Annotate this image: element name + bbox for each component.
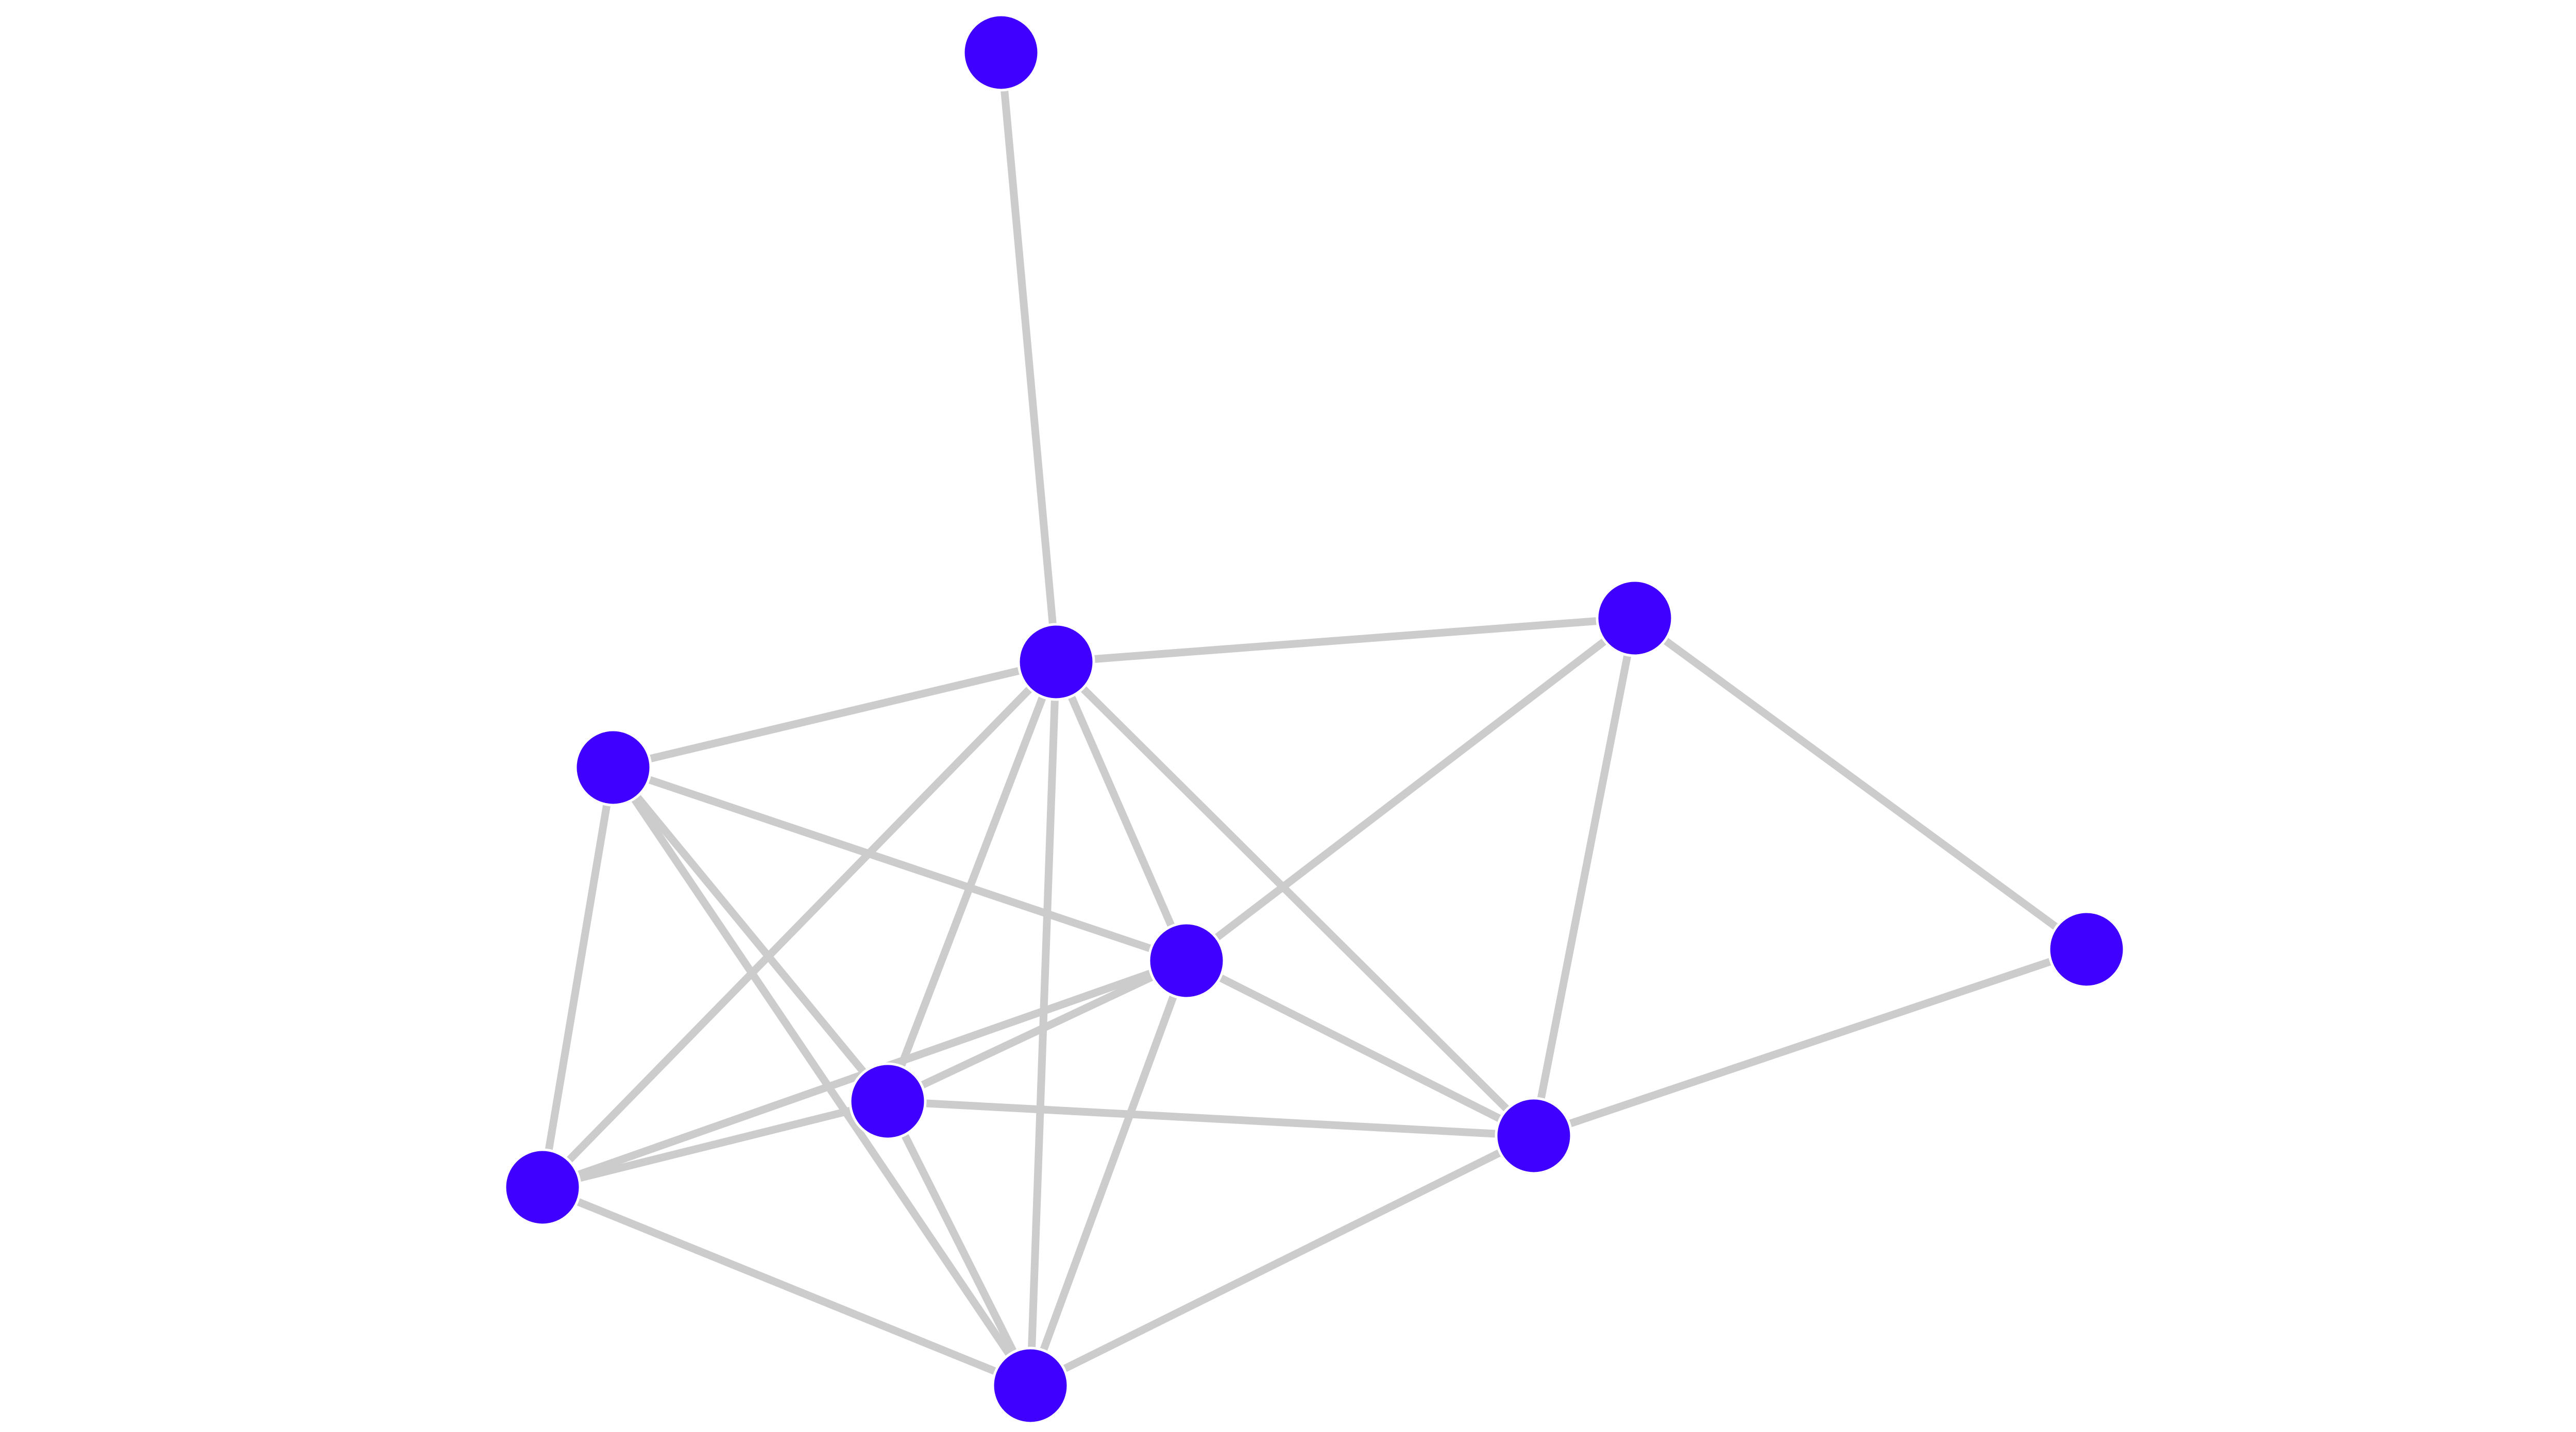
graph-node-n3 — [1596, 579, 1674, 657]
graph-node-n6 — [503, 1148, 582, 1226]
edge-n2-n4 — [612, 763, 1188, 965]
edge-n2-n6 — [538, 766, 617, 1188]
edge-n6-n7 — [541, 1184, 1032, 1389]
edge-n1-n2 — [612, 658, 1057, 772]
edge-n5-n8 — [887, 1097, 1534, 1140]
graph-node-n1 — [1017, 623, 1095, 701]
edge-n9-n8 — [1532, 945, 2088, 1140]
edge-n1-n4 — [1053, 660, 1190, 962]
edge-n2-n7 — [609, 765, 1034, 1388]
graph-node-n2 — [574, 728, 652, 807]
graph-node-n8 — [1495, 1097, 1573, 1175]
graph-node-n4 — [1147, 922, 1226, 1000]
graph-node-n7 — [991, 1346, 1070, 1425]
edge-n1-n5 — [884, 660, 1060, 1103]
edge-n5-n6 — [541, 1097, 889, 1191]
graph-node-n5 — [849, 1062, 927, 1140]
edge-layer — [538, 52, 2089, 1389]
edge-n1-n7 — [1026, 661, 1060, 1386]
edge-n4-n8 — [1184, 957, 1536, 1139]
edge-n2-n5 — [610, 765, 891, 1104]
edge-n0-n1 — [997, 52, 1060, 662]
edge-n7-n8 — [1028, 1132, 1536, 1389]
graph-node-n9 — [2047, 910, 2126, 988]
edge-n4-n7 — [1026, 959, 1191, 1387]
node-layer — [503, 13, 2126, 1425]
edge-n3-n8 — [1530, 617, 1639, 1137]
graph-node-n0 — [962, 13, 1040, 92]
edge-n4-n5 — [886, 957, 1189, 1105]
edge-n3-n9 — [1632, 615, 2089, 953]
edge-n3-n4 — [1184, 615, 1637, 964]
edge-n1-n3 — [1056, 614, 1635, 666]
edge-n5-n7 — [884, 1099, 1034, 1388]
edge-n1-n8 — [1053, 659, 1537, 1139]
edge-n1-n6 — [539, 659, 1059, 1190]
